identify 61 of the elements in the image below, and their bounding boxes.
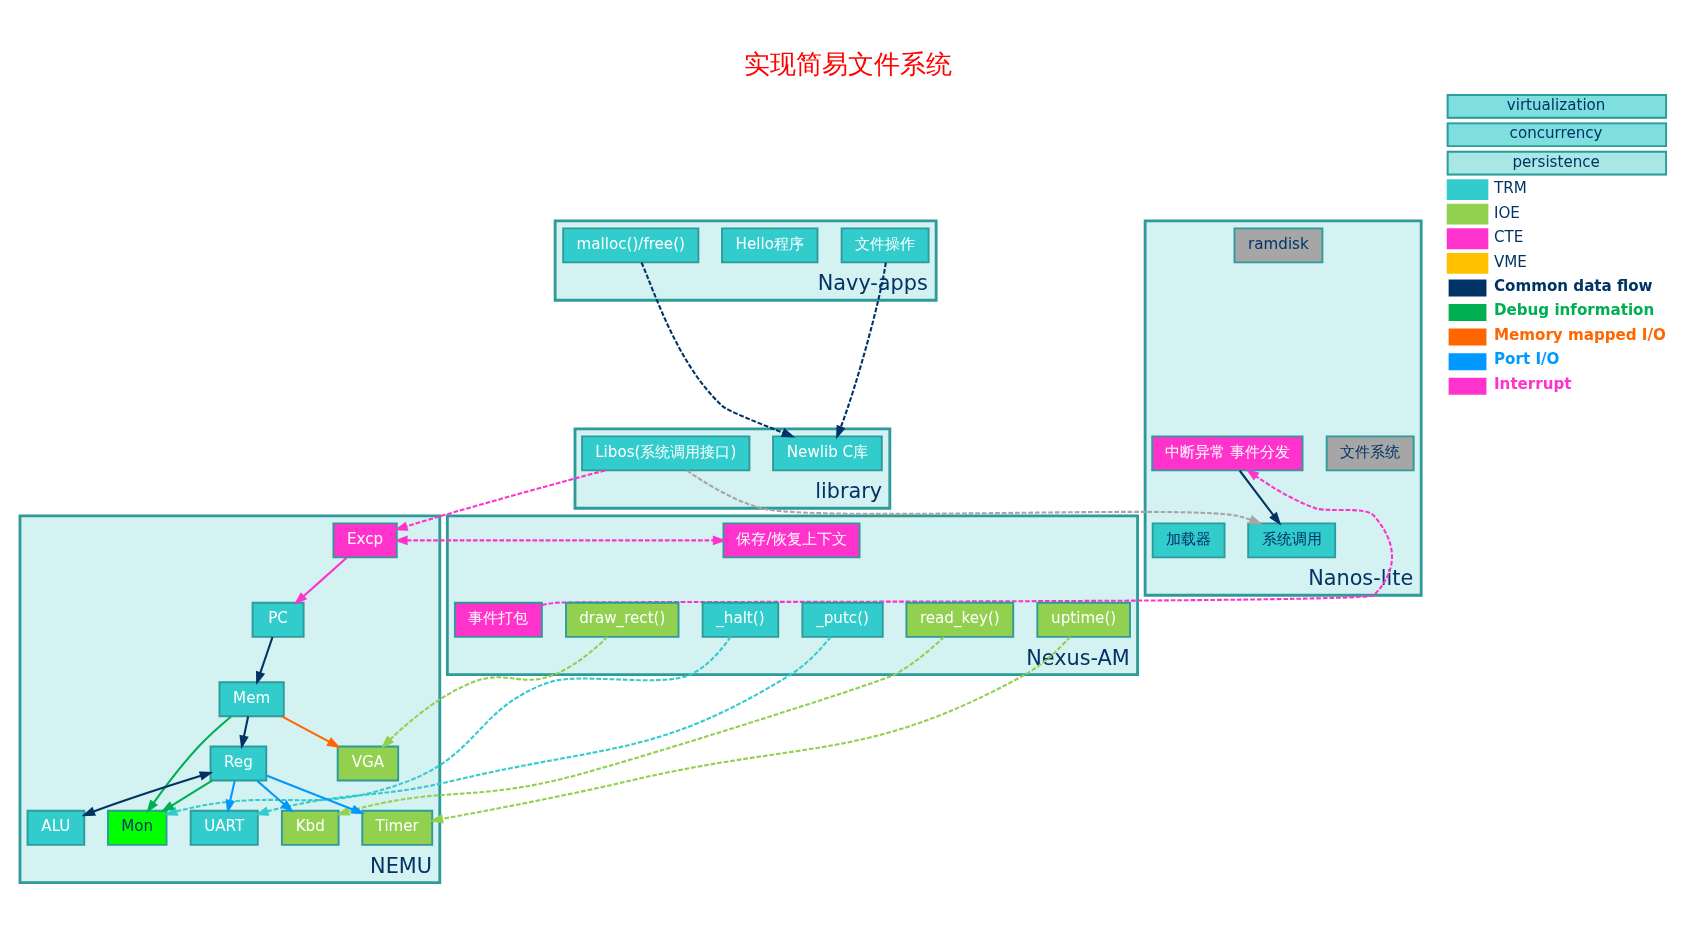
legend-label: persistence — [1512, 152, 1600, 171]
arrow — [239, 716, 250, 750]
node-box: Kbd — [280, 809, 340, 846]
arrow — [81, 771, 214, 817]
arrow — [394, 469, 606, 531]
node-box: malloc()/free() — [562, 227, 700, 264]
arrow — [160, 779, 213, 813]
legend-label: virtualization — [1506, 96, 1606, 114]
arrow — [254, 636, 832, 816]
arrow — [293, 557, 348, 605]
node-box: uptime() — [1036, 601, 1131, 638]
arrow — [146, 715, 232, 814]
legend-label: Memory mapped I/O — [1494, 325, 1666, 344]
node-box: 系统调用 — [1247, 522, 1337, 559]
node-box: Timer — [361, 809, 434, 846]
node-box: ramdisk — [1233, 227, 1324, 264]
node-box: Newlib C库 — [772, 435, 883, 472]
node-box: 文件系统 — [1325, 435, 1415, 472]
node-box: Reg — [209, 745, 268, 782]
legend-label: CTE — [1494, 228, 1524, 247]
arrow — [281, 715, 341, 748]
legend-label: Common data flow — [1494, 276, 1653, 295]
node-box: _putc() — [801, 601, 884, 638]
node-box: Hello程序 — [721, 227, 819, 264]
node-box: 事件打包 — [453, 601, 543, 638]
arrow — [686, 469, 1263, 525]
legend-label: concurrency — [1509, 124, 1603, 143]
node-box: UART — [189, 809, 259, 846]
node-box: 保存/恢复上下文 — [722, 522, 861, 559]
node-box: Mon — [106, 809, 168, 846]
arrow — [266, 774, 365, 815]
arrow — [163, 636, 732, 816]
node-box: ALU — [26, 809, 86, 846]
legend-label: TRM — [1494, 179, 1527, 198]
node-box: draw_rect() — [565, 601, 680, 638]
legend-label: Debug information — [1494, 301, 1655, 320]
node-box: 中断异常 事件分发 — [1151, 435, 1304, 472]
arrow — [225, 780, 236, 814]
node-box: PC — [251, 601, 305, 638]
node-box: _halt() — [701, 601, 780, 638]
arrow — [429, 636, 1071, 824]
arrow — [256, 780, 294, 813]
node-box: Libos(系统调用接口) — [581, 435, 751, 472]
node-box: VGA — [336, 745, 400, 782]
legend-label: VME — [1494, 252, 1527, 271]
node-box: 加载器 — [1151, 522, 1226, 559]
node-box: Excp — [332, 522, 398, 559]
arrow — [541, 468, 1393, 607]
legend-label: IOE — [1494, 203, 1520, 222]
legend-label: Interrupt — [1494, 374, 1572, 393]
arrow — [380, 636, 608, 749]
arrow — [640, 262, 796, 438]
node-box: Mem — [218, 681, 285, 718]
arrow — [836, 262, 887, 440]
diagram-title: 实现简易文件系统 — [744, 47, 952, 79]
legend-label: Port I/O — [1494, 350, 1560, 369]
node-box: 文件操作 — [840, 227, 930, 264]
arrow — [1238, 470, 1282, 526]
node-box: read_key() — [905, 601, 1015, 638]
arrow — [256, 636, 274, 686]
arrow — [394, 535, 727, 546]
